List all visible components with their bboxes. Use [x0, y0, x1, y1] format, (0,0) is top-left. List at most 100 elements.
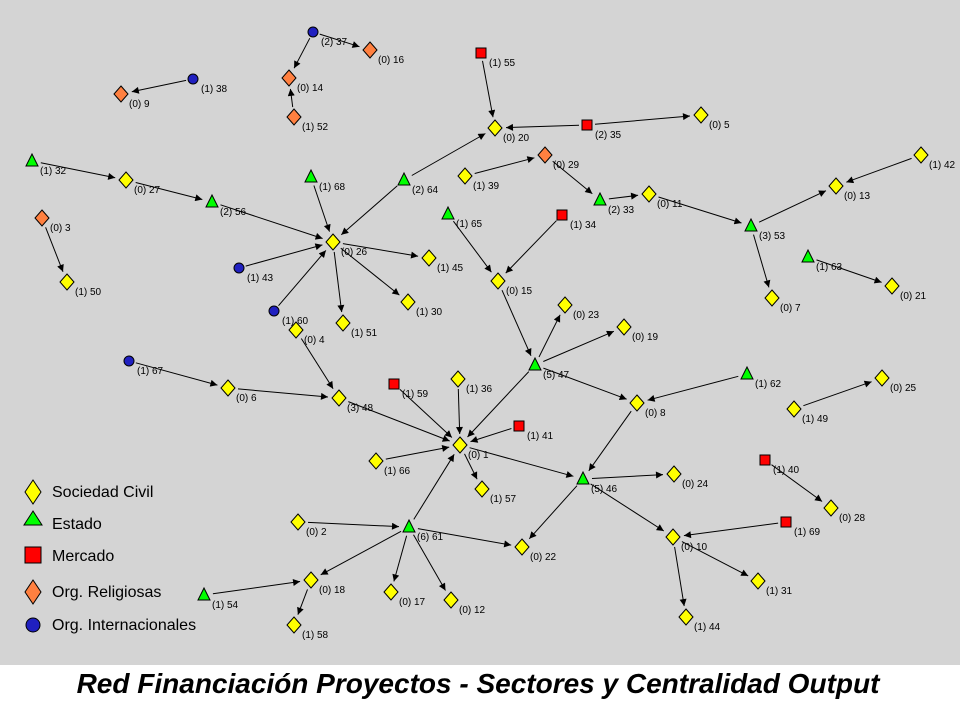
legend-item-internacionales: Org. Internacionales — [25, 617, 196, 634]
edge-55-20 — [482, 60, 496, 118]
diamond-icon — [616, 318, 632, 336]
node-52: (1) 52 — [286, 108, 329, 133]
diamond-icon — [514, 538, 530, 556]
node-label-org-internacional: (2) 37 — [321, 37, 348, 48]
node-24: (0) 24 — [666, 465, 709, 490]
edge-60-26 — [278, 250, 327, 307]
edge-27-56 — [135, 182, 203, 202]
diamond-icon — [281, 69, 297, 87]
node-label-sociedad-civil: (1) 30 — [416, 307, 443, 318]
edge-65-15 — [452, 220, 492, 273]
edge-56-26 — [220, 204, 323, 240]
edge-11-53 — [658, 196, 742, 225]
node-68: (1) 68 — [304, 168, 346, 193]
node-label-estado: (1) 54 — [212, 600, 239, 611]
edge-34-15 — [505, 220, 557, 274]
diamond-icon — [666, 465, 682, 483]
node-1: (0) 1 — [452, 436, 489, 461]
edge-52-14 — [287, 88, 295, 108]
legend-item-sociedad-civil: Sociedad Civil — [24, 479, 153, 505]
node-label-sociedad-civil: (0) 26 — [341, 247, 368, 258]
node-label-sociedad-civil: (0) 11 — [657, 199, 683, 210]
diamond-icon — [557, 296, 573, 314]
node-48: (3) 48 — [331, 389, 374, 414]
square-icon — [759, 454, 771, 466]
edge-33-11 — [608, 192, 639, 200]
node-15: (0) 15 — [490, 272, 533, 297]
triangle-icon — [593, 191, 607, 206]
edge-47-1 — [467, 371, 530, 438]
node-label-mercado: (1) 41 — [527, 431, 554, 442]
node-30: (1) 30 — [400, 293, 443, 318]
edge-3-50 — [45, 227, 64, 272]
node-26: (0) 26 — [325, 233, 368, 258]
diamond-icon — [457, 167, 473, 185]
edges-layer — [40, 33, 912, 615]
node-label-estado: (2) 56 — [220, 207, 247, 218]
legend-label: Org. Religiosas — [52, 584, 161, 601]
edge-53-13 — [758, 190, 827, 223]
circle-icon — [268, 305, 280, 317]
node-28: (0) 28 — [823, 499, 866, 524]
node-label-estado: (1) 62 — [755, 379, 782, 390]
node-label-org-religiosa: (0) 14 — [297, 83, 324, 94]
node-12: (0) 12 — [443, 591, 486, 616]
node-18: (0) 18 — [303, 571, 346, 596]
node-7: (0) 7 — [764, 289, 801, 314]
node-62: (1) 62 — [740, 365, 782, 390]
edge-64-20 — [411, 133, 486, 176]
edge-1-46 — [469, 447, 574, 478]
node-label-mercado: (1) 55 — [489, 58, 516, 69]
node-label-estado: (2) 33 — [608, 205, 635, 216]
node-label-sociedad-civil: (3) 48 — [347, 403, 374, 414]
node-51: (1) 51 — [335, 314, 378, 339]
edge-29-33 — [552, 160, 593, 195]
node-label-sociedad-civil: (0) 1 — [468, 450, 489, 461]
node-23: (0) 23 — [557, 296, 600, 321]
node-label-org-religiosa: (0) 16 — [378, 55, 405, 66]
node-label-sociedad-civil: (0) 22 — [530, 552, 557, 563]
node-label-estado: (1) 32 — [40, 166, 67, 177]
diamond-icon — [750, 572, 766, 590]
node-label-mercado: (1) 40 — [773, 465, 800, 476]
diamond-icon — [693, 106, 709, 124]
circle-icon — [25, 617, 41, 633]
edge-46-24 — [591, 471, 664, 479]
triangle-icon — [441, 205, 455, 220]
square-icon — [780, 516, 792, 528]
node-66: (1) 66 — [368, 452, 411, 477]
diamond-icon — [874, 369, 890, 387]
edge-63-21 — [816, 259, 882, 284]
edge-4-48 — [300, 338, 334, 389]
node-label-estado: (6) 61 — [417, 532, 444, 543]
node-label-sociedad-civil: (1) 51 — [351, 328, 378, 339]
square-icon — [475, 47, 487, 59]
edge-54-18 — [212, 579, 301, 595]
node-17: (0) 17 — [383, 583, 426, 608]
edge-53-7 — [753, 234, 771, 288]
node-label-estado: (5) 47 — [543, 370, 570, 381]
node-label-sociedad-civil: (0) 2 — [306, 527, 327, 538]
diamond-icon — [331, 389, 347, 407]
node-56: (2) 56 — [205, 193, 247, 218]
node-20: (0) 20 — [487, 119, 530, 144]
edge-8-46 — [588, 410, 632, 472]
edge-59-1 — [399, 389, 453, 438]
node-label-sociedad-civil: (0) 21 — [900, 291, 927, 302]
node-label-sociedad-civil: (1) 45 — [437, 263, 464, 274]
node-label-sociedad-civil: (1) 44 — [694, 622, 721, 633]
node-6: (0) 6 — [220, 379, 257, 404]
edge-61-18 — [320, 530, 402, 576]
edge-46-22 — [528, 485, 578, 540]
node-29: (0) 29 — [537, 146, 580, 171]
diamond-icon — [24, 479, 42, 505]
node-label-org-religiosa: (0) 3 — [50, 223, 71, 234]
edge-47-8 — [543, 367, 627, 401]
node-67: (1) 67 — [123, 355, 164, 377]
square-icon — [556, 209, 568, 221]
edge-26-45 — [342, 243, 419, 259]
edge-41-1 — [470, 428, 512, 443]
legend-item-mercado: Mercado — [24, 546, 114, 565]
square-icon — [388, 378, 400, 390]
node-label-sociedad-civil: (0) 4 — [304, 335, 325, 346]
